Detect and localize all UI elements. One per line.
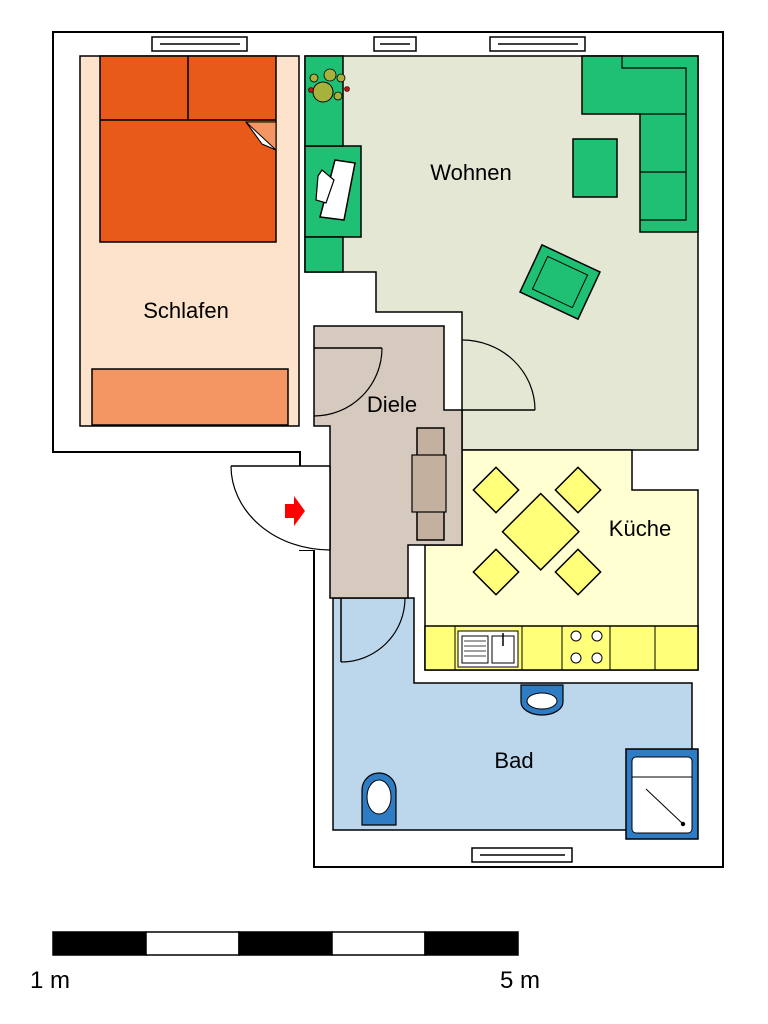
washbasin-icon xyxy=(520,684,564,716)
wardrobe xyxy=(411,427,447,541)
room-label-schlafen: Schlafen xyxy=(143,298,229,323)
entrance-arrow-icon xyxy=(285,496,305,526)
scale-label-left: 1 m xyxy=(30,967,70,994)
door-entrance xyxy=(230,465,331,551)
desk-chair xyxy=(315,159,356,221)
armchair xyxy=(519,243,601,321)
coffee-table xyxy=(572,138,618,198)
scale-label-right: 5 m xyxy=(500,967,540,994)
bad-floor xyxy=(332,597,693,831)
window-bottom xyxy=(471,847,573,863)
window-top-middle xyxy=(373,36,417,52)
dining-chair-tr xyxy=(554,466,602,514)
dining-chair-bl xyxy=(472,548,520,596)
door-bad xyxy=(340,597,406,663)
dining-chair-tl xyxy=(472,466,520,514)
shower-icon xyxy=(625,748,699,840)
dining-chair-br xyxy=(554,548,602,596)
toilet-icon xyxy=(361,772,397,826)
dresser xyxy=(91,368,289,426)
stove-icon xyxy=(570,630,603,664)
window-top-right xyxy=(489,36,586,52)
door-wohnen xyxy=(461,339,536,411)
desk-shelf xyxy=(304,236,344,273)
room-label-wohnen: Wohnen xyxy=(430,160,512,185)
sofa xyxy=(581,55,699,233)
dining-table xyxy=(501,492,580,571)
door-schlafen xyxy=(313,347,383,417)
scale-bar xyxy=(52,931,519,956)
room-label-kueche: Küche xyxy=(609,516,671,541)
room-label-diele: Diele xyxy=(367,392,417,417)
plant-icon xyxy=(308,68,350,103)
double-bed xyxy=(99,55,277,243)
window-top-left xyxy=(151,36,248,52)
sink-icon xyxy=(457,630,519,668)
room-label-bad: Bad xyxy=(494,748,533,773)
